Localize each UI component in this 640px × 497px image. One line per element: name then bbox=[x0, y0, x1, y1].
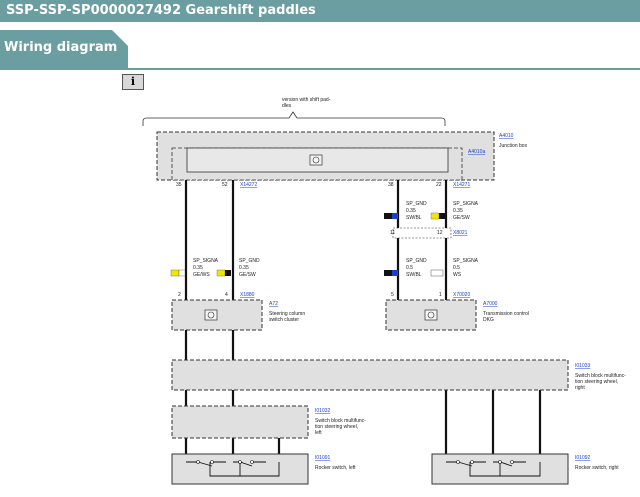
wire-label-lower-sig-size: 0.5 bbox=[453, 265, 460, 271]
color-swatch-yellow bbox=[430, 212, 440, 220]
pin-5: 5 bbox=[391, 292, 394, 298]
i01092-name: Rocker switch, right bbox=[575, 465, 619, 471]
x1880-link[interactable]: X1880 bbox=[240, 292, 255, 298]
a4010-name: Junction box bbox=[499, 143, 528, 149]
wire-label-left-gnd-signal: SP_GND bbox=[239, 258, 260, 264]
color-swatch-black bbox=[439, 213, 445, 219]
module-a72-icon bbox=[204, 309, 218, 321]
a72-name-line1: Steering column bbox=[269, 311, 305, 317]
switch-contact-icon bbox=[510, 460, 514, 464]
a72-name-line2: switch cluster bbox=[269, 317, 299, 323]
wire-label-upper-sig-signal: SP_SIGNA bbox=[453, 201, 479, 207]
color-swatch-white bbox=[178, 269, 186, 277]
wire-label-upper-gnd-size: 0.35 bbox=[406, 208, 416, 214]
info-button[interactable]: i bbox=[122, 74, 144, 90]
wire-label-lower-gnd-signal: SP_GND bbox=[406, 258, 427, 264]
pin-2: 2 bbox=[178, 292, 181, 298]
color-swatch-white bbox=[430, 269, 444, 277]
wire-label-left-gnd-color: GE/SW bbox=[239, 272, 256, 278]
wire-label-lower-sig-color: WS bbox=[453, 272, 462, 278]
pin-22: 22 bbox=[436, 182, 442, 188]
x14272-link[interactable]: X14272 bbox=[240, 182, 257, 188]
wire-label-upper-gnd-signal: SP_GND bbox=[406, 201, 427, 207]
pin-11: 11 bbox=[390, 230, 395, 236]
wire-label-lower-gnd-color: SW/BL bbox=[406, 272, 422, 278]
switch-block-i01032[interactable] bbox=[171, 405, 309, 439]
a7000-name-line2: DKG bbox=[483, 317, 494, 323]
i01033-name-line2: tion steering wheel, bbox=[575, 379, 618, 385]
a7000-link[interactable]: A7000 bbox=[483, 301, 498, 307]
junction-module-icon bbox=[309, 154, 323, 166]
wire-label-upper-sig-color: GE/SW bbox=[453, 215, 470, 221]
i01032-name-line2: tion steering wheel, bbox=[315, 424, 358, 430]
junction-module-icon-dial bbox=[312, 156, 320, 164]
connector-x8021[interactable] bbox=[392, 227, 452, 239]
color-swatch-blue bbox=[392, 270, 398, 276]
switch-contact-icon bbox=[238, 460, 242, 464]
module-a7000-icon-dial bbox=[427, 311, 435, 319]
module-a72-icon-dial bbox=[207, 311, 215, 319]
pin-52: 52 bbox=[222, 182, 228, 188]
wire-label-upper-sig-size: 0.35 bbox=[453, 208, 463, 214]
i01091-link[interactable]: I01091 bbox=[315, 455, 331, 461]
wire-label-left-gnd-size: 0.35 bbox=[239, 265, 249, 271]
tab-divider bbox=[0, 68, 640, 70]
a7000-name-line1: Transmission control bbox=[483, 311, 529, 317]
a4010-link[interactable]: A4010 bbox=[499, 133, 514, 139]
switch-contact-icon bbox=[250, 460, 254, 464]
page-header: SSP-SSP-SP0000027492 Gearshift paddles bbox=[0, 0, 640, 22]
i01091-name: Rocker switch, left bbox=[315, 465, 356, 471]
switch-contact-icon bbox=[470, 460, 474, 464]
x70020-link[interactable]: X70020 bbox=[453, 292, 470, 298]
color-swatch-black bbox=[384, 270, 392, 276]
tab-bar: Wiring diagram bbox=[0, 30, 640, 72]
wire-label-left-sig-color: GE/WS bbox=[193, 272, 210, 278]
wire-label-lower-gnd-size: 0.5 bbox=[406, 265, 413, 271]
pin-1: 1 bbox=[439, 292, 442, 298]
tab-wiring-diagram[interactable]: Wiring diagram bbox=[4, 40, 118, 55]
pin-38: 38 bbox=[388, 182, 394, 188]
x8021-link[interactable]: X8021 bbox=[453, 230, 468, 236]
tab-shape bbox=[0, 30, 128, 68]
wire-label-left-sig-size: 0.35 bbox=[193, 265, 203, 271]
i01033-link[interactable]: I01033 bbox=[575, 363, 591, 369]
wire-label-upper-gnd-color: SW/BL bbox=[406, 215, 422, 221]
pin-4: 4 bbox=[225, 292, 228, 298]
x14271-link[interactable]: X14271 bbox=[453, 182, 470, 188]
page-title: SSP-SSP-SP0000027492 Gearshift paddles bbox=[6, 3, 316, 18]
color-swatch-yellow bbox=[170, 269, 180, 277]
a4010a-link[interactable]: A4010a bbox=[468, 149, 485, 155]
i01032-name-line3: left bbox=[315, 430, 322, 436]
switch-block-i01033[interactable] bbox=[171, 359, 569, 391]
switch-contact-icon bbox=[196, 460, 200, 464]
variant-brace bbox=[142, 111, 446, 126]
pin-35: 35 bbox=[176, 182, 182, 188]
i01033-name-line3: right bbox=[575, 385, 585, 391]
module-a7000-icon bbox=[424, 309, 438, 321]
color-swatch-black bbox=[225, 270, 231, 276]
color-swatch-yellow bbox=[216, 269, 226, 277]
pin-12: 12 bbox=[437, 230, 443, 236]
variant-note-line1: version with shift pad- bbox=[282, 97, 331, 103]
i01092-link[interactable]: I01092 bbox=[575, 455, 591, 461]
switch-contact-icon bbox=[210, 460, 214, 464]
switch-contact-icon bbox=[498, 460, 502, 464]
wire-label-left-sig-signal: SP_SIGNA bbox=[193, 258, 219, 264]
i01032-link[interactable]: I01032 bbox=[315, 408, 331, 414]
color-swatch-blue bbox=[392, 213, 398, 219]
i01033-name-line1: Switch block multifunc- bbox=[575, 373, 626, 379]
color-swatch-black bbox=[384, 213, 392, 219]
a72-link[interactable]: A72 bbox=[269, 301, 278, 307]
wire-label-lower-sig-signal: SP_SIGNA bbox=[453, 258, 479, 264]
variant-note-line2: dles bbox=[282, 103, 292, 109]
switch-contact-icon bbox=[456, 460, 460, 464]
i01032-name-line1: Switch block multifunc- bbox=[315, 418, 366, 424]
